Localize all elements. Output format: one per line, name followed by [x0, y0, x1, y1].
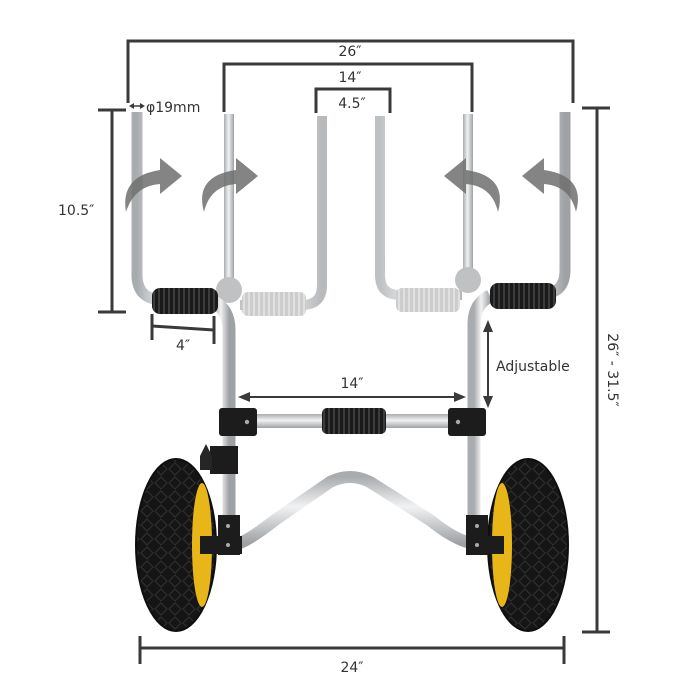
wheel-right [487, 458, 569, 632]
label-center-gap: 4.5″ [338, 96, 366, 112]
rotate-arrow-left-inner-icon [202, 158, 258, 212]
main-upright-right [467, 290, 494, 545]
back-cradle-arm [240, 116, 462, 316]
label-inner-arm-span: 14″ [338, 70, 361, 86]
crossbar-joint-right [448, 408, 486, 436]
outer-arm-right [500, 112, 571, 300]
dim-outer-arm-span [126, 39, 575, 103]
dim-wheel-span [138, 636, 566, 664]
dim-crossbar-width [238, 392, 466, 402]
outer-arm-left [131, 112, 200, 306]
label-total-height: 26″ - 31.5″ [604, 333, 620, 406]
axle-bar [234, 471, 476, 549]
label-wheel-span: 24″ [340, 660, 363, 676]
dim-arm-height [98, 108, 126, 314]
inner-arms [216, 114, 481, 303]
pad-right [490, 283, 556, 309]
adjustable-arrow [483, 320, 493, 408]
rotate-arrow-left-outer-icon [125, 158, 182, 212]
label-pad-length: 4″ [176, 338, 190, 354]
dim-inner-arm-span [222, 62, 474, 112]
crossbar-joint-left [219, 408, 257, 436]
dim-center-gap [314, 87, 392, 113]
label-arm-height: 10.5″ [58, 203, 94, 219]
dim-pad-length [150, 314, 216, 344]
crossbar-grip [322, 408, 386, 434]
tube-diameter-arrow [129, 103, 145, 109]
dim-total-height [582, 106, 610, 634]
label-outer-arm-span: 26″ [338, 44, 361, 60]
faded-pad-right [396, 288, 460, 312]
label-crossbar-width: 14″ [340, 376, 363, 392]
pad-left [152, 288, 218, 314]
faded-pad-left [242, 292, 306, 316]
crossbar [219, 408, 486, 436]
label-tube-diameter: φ19mm [146, 100, 200, 116]
label-adjustable: Adjustable [496, 359, 570, 375]
height-lock-knob [200, 444, 238, 474]
rotate-arrow-right-outer-icon [522, 158, 578, 212]
rotate-arrow-right-inner-icon [444, 158, 500, 212]
